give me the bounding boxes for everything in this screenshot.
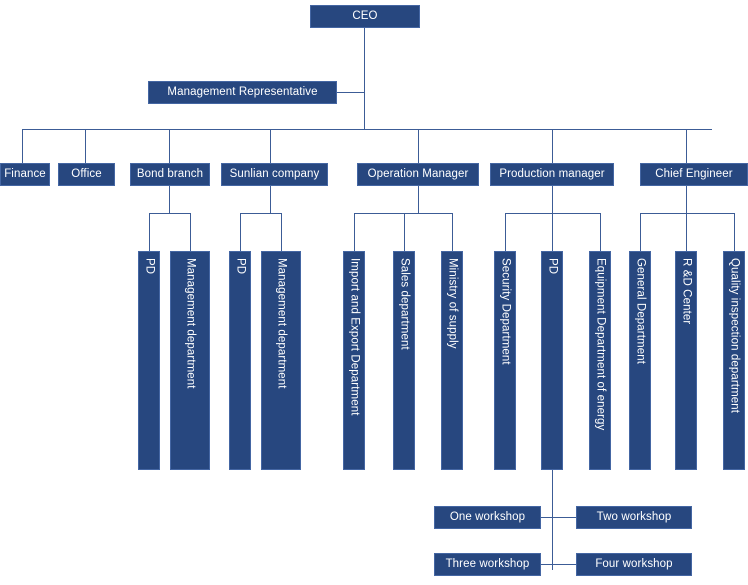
connector-production-bus [505, 213, 601, 214]
node-operation-manager-label: Operation Manager [367, 168, 469, 181]
node-bond-management-department-label: Management department [184, 258, 197, 389]
node-bond-pd[interactable]: PD [138, 251, 160, 470]
node-bond-management-department[interactable]: Management department [170, 251, 210, 470]
node-ceo[interactable]: CEO [310, 5, 420, 28]
connector-workshop-row1-left [541, 517, 553, 518]
connector-workshop-row2-right [552, 564, 576, 565]
connector-production-drop-2 [552, 213, 553, 251]
connector-sunlian-bus [240, 213, 282, 214]
node-office-label: Office [71, 168, 102, 181]
node-quality-inspection-department-label: Quality inspection department [728, 258, 741, 414]
connector-workshop-spine [552, 470, 553, 570]
connector-production-drop-3 [600, 213, 601, 251]
node-import-and-export-department-label: Import and Export Department [348, 258, 361, 416]
connector-level2-bus [22, 129, 712, 130]
node-operation-manager[interactable]: Operation Manager [357, 163, 479, 186]
connector-chief-drop-1 [640, 213, 641, 251]
connector-workshop-row2-left [541, 564, 553, 565]
connector-operation-drop-3 [452, 213, 453, 251]
connector-drop-bond-branch [169, 129, 170, 163]
node-production-pd[interactable]: PD [541, 251, 563, 470]
connector-production-stem [552, 186, 553, 214]
node-office[interactable]: Office [58, 163, 115, 186]
connector-sunlian-drop-1 [240, 213, 241, 251]
connector-management-representative-arm [336, 92, 365, 93]
connector-bond-drop-1 [149, 213, 150, 251]
connector-bond-stem [169, 186, 170, 214]
node-security-department-label: Security Department [499, 258, 512, 365]
node-two-workshop-label: Two workshop [596, 511, 672, 524]
node-general-department-label: General Department [634, 258, 647, 364]
node-import-and-export-department[interactable]: Import and Export Department [343, 251, 365, 470]
connector-drop-finance [22, 129, 23, 163]
connector-chief-drop-3 [734, 213, 735, 251]
connector-bond-drop-2 [190, 213, 191, 251]
connector-drop-production-manager [552, 129, 553, 163]
node-sunlian-management-department-label: Management department [275, 258, 288, 389]
connector-bond-bus [149, 213, 190, 214]
connector-drop-office [85, 129, 86, 163]
node-one-workshop-label: One workshop [449, 511, 526, 524]
node-production-manager[interactable]: Production manager [490, 163, 614, 186]
connector-drop-chief-engineer [686, 129, 687, 163]
node-chief-engineer-label: Chief Engineer [655, 168, 733, 181]
node-one-workshop[interactable]: One workshop [434, 506, 541, 529]
connector-sunlian-stem [270, 186, 271, 214]
connector-workshop-row1-right [552, 517, 576, 518]
node-four-workshop[interactable]: Four workshop [576, 553, 692, 576]
node-sunlian-company[interactable]: Sunlian company [221, 163, 328, 186]
node-four-workshop-label: Four workshop [595, 558, 673, 571]
node-ministry-of-supply-label: Ministry of supply [446, 258, 459, 349]
connector-operation-drop-1 [354, 213, 355, 251]
node-quality-inspection-department[interactable]: Quality inspection department [723, 251, 745, 470]
node-finance[interactable]: Finance [0, 163, 50, 186]
node-rd-center-label: R &D Center [680, 258, 693, 325]
node-sales-department[interactable]: Sales department [393, 251, 415, 470]
node-equipment-department-of-energy[interactable]: Equipment Department of energy [589, 251, 611, 470]
node-production-manager-label: Production manager [499, 168, 605, 181]
connector-production-drop-1 [505, 213, 506, 251]
node-bond-branch-label: Bond branch [136, 168, 204, 181]
node-finance-label: Finance [4, 168, 46, 181]
node-production-pd-label: PD [546, 258, 559, 275]
node-bond-branch[interactable]: Bond branch [130, 163, 210, 186]
node-sunlian-pd[interactable]: PD [229, 251, 251, 470]
node-ceo-label: CEO [352, 10, 378, 23]
node-management-representative[interactable]: Management Representative [148, 81, 337, 104]
node-three-workshop[interactable]: Three workshop [434, 553, 541, 576]
node-equipment-department-of-energy-label: Equipment Department of energy [594, 258, 607, 431]
node-bond-pd-label: PD [143, 258, 156, 275]
node-sunlian-company-label: Sunlian company [229, 168, 320, 181]
node-sales-department-label: Sales department [398, 258, 411, 350]
node-security-department[interactable]: Security Department [494, 251, 516, 470]
node-sunlian-management-department[interactable]: Management department [261, 251, 301, 470]
connector-ceo-stem [364, 28, 365, 129]
connector-chief-drop-2 [686, 213, 687, 251]
node-chief-engineer[interactable]: Chief Engineer [640, 163, 748, 186]
connector-chief-bus [640, 213, 735, 214]
node-ministry-of-supply[interactable]: Ministry of supply [441, 251, 463, 470]
connector-drop-operation-manager [418, 129, 419, 163]
connector-operation-drop-2 [404, 213, 405, 251]
node-management-representative-label: Management Representative [167, 86, 318, 99]
connector-sunlian-drop-2 [281, 213, 282, 251]
node-sunlian-pd-label: PD [234, 258, 247, 275]
node-three-workshop-label: Three workshop [445, 558, 530, 571]
connector-drop-sunlian-company [270, 129, 271, 163]
connector-operation-stem [418, 186, 419, 214]
node-rd-center[interactable]: R &D Center [675, 251, 697, 470]
node-general-department[interactable]: General Department [629, 251, 651, 470]
connector-operation-bus [354, 213, 453, 214]
node-two-workshop[interactable]: Two workshop [576, 506, 692, 529]
connector-chief-stem [686, 186, 687, 214]
